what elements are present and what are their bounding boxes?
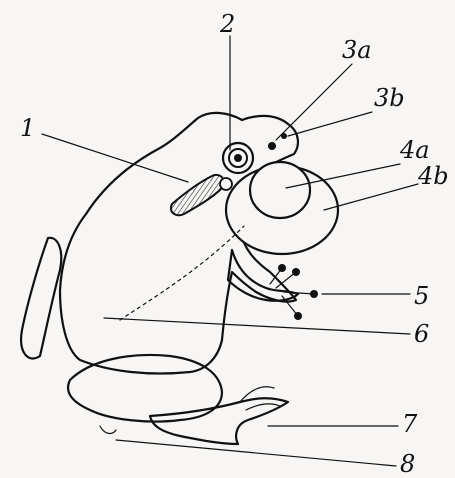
- label-3a: 3a: [342, 36, 372, 64]
- label-2: 2: [219, 10, 235, 38]
- label-5: 5: [414, 282, 429, 310]
- label-1: 1: [20, 114, 35, 142]
- tympanum: [171, 175, 224, 215]
- leader-lines: [42, 36, 418, 466]
- eye: [223, 143, 253, 173]
- label-4b: 4b: [417, 162, 449, 190]
- left-hind-foot: [21, 238, 61, 359]
- front-arm: [228, 250, 298, 301]
- label-7: 7: [402, 410, 418, 438]
- label-8: 8: [400, 450, 415, 478]
- vocal-sac-4a: [250, 162, 310, 218]
- nostril: [268, 142, 276, 150]
- ventral-patch: [100, 426, 116, 433]
- label-4a: 4a: [399, 136, 430, 164]
- label-6: 6: [414, 320, 429, 348]
- label-3b: 3b: [374, 84, 405, 112]
